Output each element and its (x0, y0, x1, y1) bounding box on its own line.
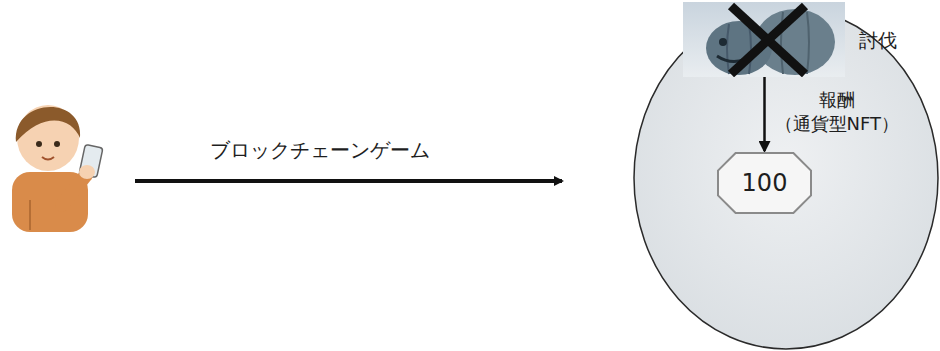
value-text: 100 (742, 169, 788, 197)
flow-label: ブロックチェーンゲーム (210, 137, 430, 164)
game-world-circle (634, 7, 938, 349)
reward-token: 100 (717, 152, 812, 214)
pumpkin-illustration (683, 2, 845, 77)
target-picture: 討伐 (683, 2, 845, 77)
flow-arrow (135, 179, 562, 183)
action-label: 討伐 (859, 28, 897, 54)
reward-arrow (763, 77, 766, 151)
octagon-shape (718, 153, 811, 213)
edge-label: 報酬 （通貨型NFT） (775, 88, 899, 137)
player-illustration (12, 105, 103, 232)
